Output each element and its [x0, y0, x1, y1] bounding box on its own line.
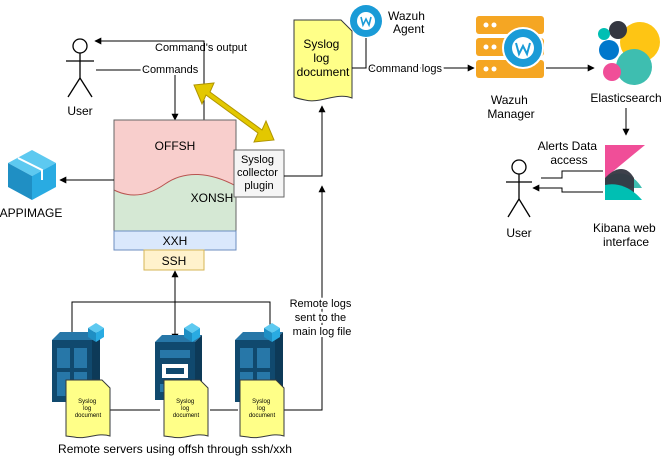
command-output-label: Command's output: [155, 42, 247, 54]
appimage-label: APPIMAGE: [0, 206, 62, 220]
plugin-to-doc-arrow: [284, 105, 326, 177]
yellow-double-arrow: [193, 82, 275, 143]
syslog-document-icon: [163, 379, 209, 439]
remote-logs-label: Remote logs sent to the main log file: [290, 298, 355, 338]
syslog-plugin-label: Syslog collector plugin: [237, 154, 281, 192]
shell-stack: [113, 119, 237, 271]
wazuh-manager-icon: [476, 16, 544, 78]
kibana-to-user-arrow: [532, 184, 603, 193]
commands-label: Commands: [142, 64, 199, 76]
commands-arrow: [96, 69, 179, 121]
ssh-label: SSH: [162, 254, 187, 268]
alerts-label: Alerts Data access: [538, 139, 601, 167]
command-logs-label: Command logs: [368, 63, 442, 75]
appimage-cube-icon: [8, 150, 56, 200]
remote-servers-label: Remote servers using offsh through ssh/x…: [58, 442, 292, 456]
server-bus: [71, 301, 271, 340]
syslog-plugin-box: [233, 149, 285, 198]
xxh-label: XXH: [163, 234, 188, 248]
syslog-document-icon: [239, 379, 285, 439]
user-icon: [66, 38, 94, 98]
user-icon: [506, 159, 532, 218]
small-doc-label-3: Syslog log document: [249, 399, 276, 419]
kibana-alerts-line: [541, 170, 603, 179]
small-doc-label-2: Syslog log document: [173, 399, 200, 419]
xonsh-label: XONSH: [191, 191, 234, 205]
offsh-label: OFFSH: [155, 139, 196, 153]
kibana-icon: [605, 145, 645, 200]
elasticsearch-icon: [598, 21, 660, 85]
wazuh-agent-icon: [350, 5, 382, 37]
kibana-user-label: User: [506, 226, 531, 240]
wazuh-manager-label: Wazuh Manager: [487, 93, 534, 121]
elasticsearch-label: Elasticsearch: [590, 91, 661, 105]
syslog-doc-label: Syslog log document: [297, 37, 350, 79]
wazuh-agent-label: Wazuh Agent: [388, 9, 428, 36]
syslog-document-icon: [65, 379, 111, 439]
user-label: User: [67, 104, 92, 118]
remote-logs-arrow: [284, 185, 326, 411]
syslog-document-icon: [293, 19, 353, 102]
kibana-label: Kibana web interface: [593, 221, 659, 249]
small-doc-label-1: Syslog log document: [75, 399, 102, 419]
